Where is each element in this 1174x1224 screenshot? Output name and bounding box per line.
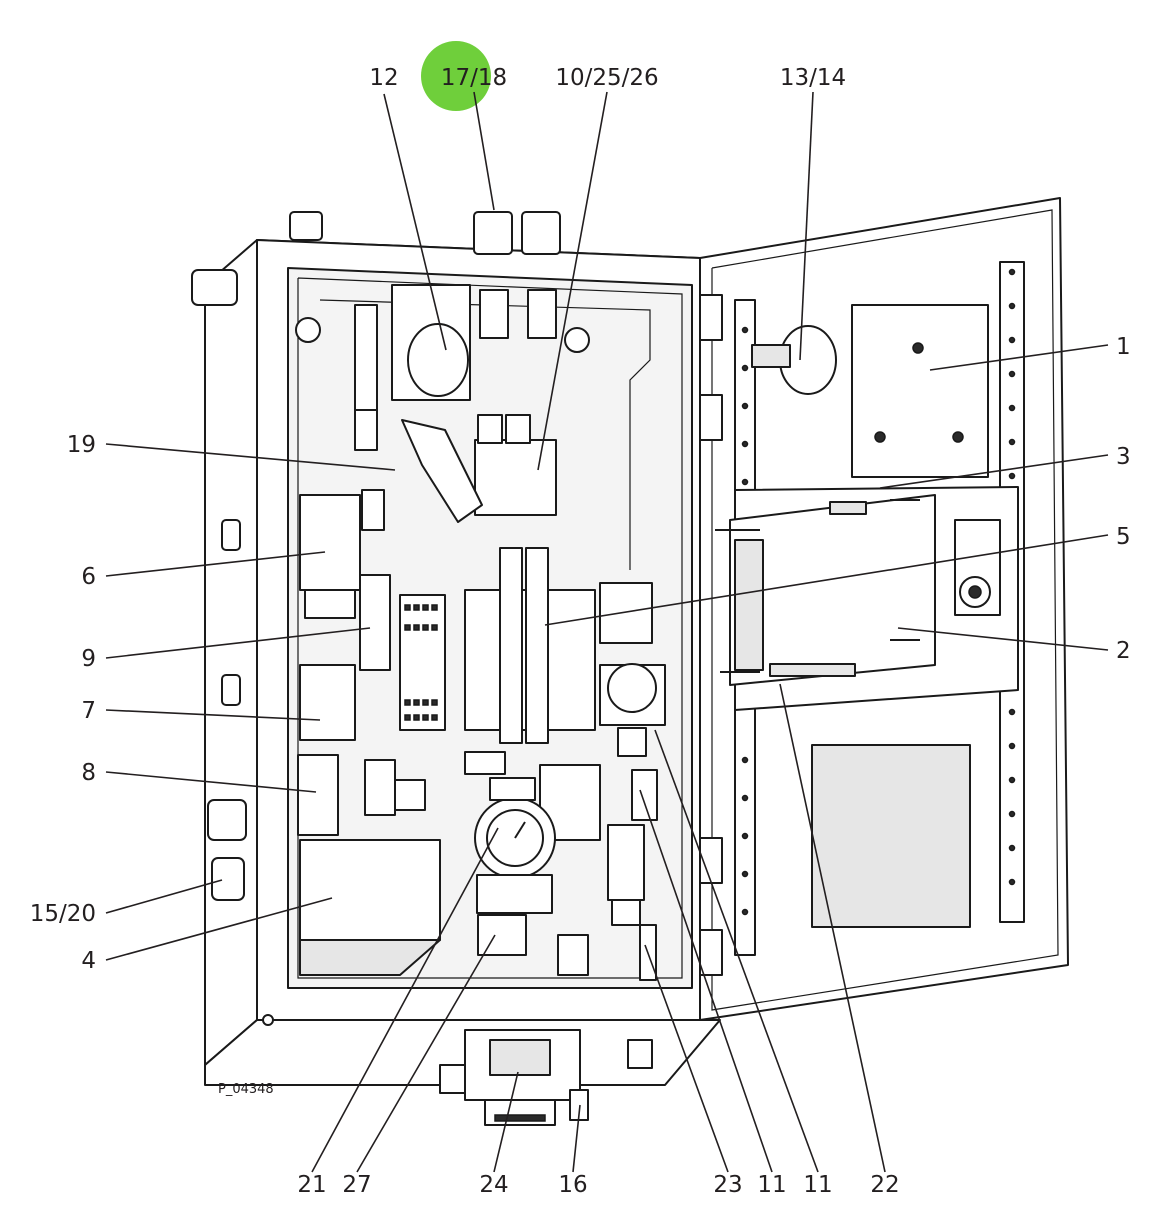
callout-24: 24 [479, 1172, 508, 1198]
callout-10-25-26: 10/25/26 [555, 65, 658, 91]
internal-components [191, 211, 666, 1126]
callout-11-left: 11 [757, 1172, 786, 1198]
leader-lines [105, 91, 1109, 1173]
callout-6: 6 [81, 564, 96, 590]
cabinet-door [699, 197, 1069, 1021]
callout-labels: 12 17/18 10/25/26 13/14 1 3 5 2 19 6 9 7… [30, 65, 1131, 1198]
callout-15-20: 15/20 [30, 901, 96, 927]
callout-27: 27 [342, 1172, 371, 1198]
callout-7: 7 [81, 698, 96, 724]
callout-13-14: 13/14 [780, 65, 846, 91]
callout-19: 19 [67, 432, 96, 458]
callout-16: 16 [558, 1172, 587, 1198]
callout-5: 5 [1116, 524, 1131, 550]
callout-9: 9 [81, 646, 96, 672]
callout-1: 1 [1116, 334, 1131, 360]
callout-4: 4 [81, 948, 96, 974]
callout-11-right: 11 [803, 1172, 832, 1198]
drawing-code: P_04348 [218, 1082, 274, 1097]
callout-22: 22 [870, 1172, 899, 1198]
callout-8: 8 [81, 760, 96, 786]
callout-3: 3 [1116, 444, 1131, 470]
callout-21: 21 [297, 1172, 326, 1198]
callout-2: 2 [1116, 638, 1131, 664]
callout-23: 23 [713, 1172, 742, 1198]
callout-17-18: 17/18 [441, 65, 507, 91]
callout-12: 12 [369, 65, 398, 91]
